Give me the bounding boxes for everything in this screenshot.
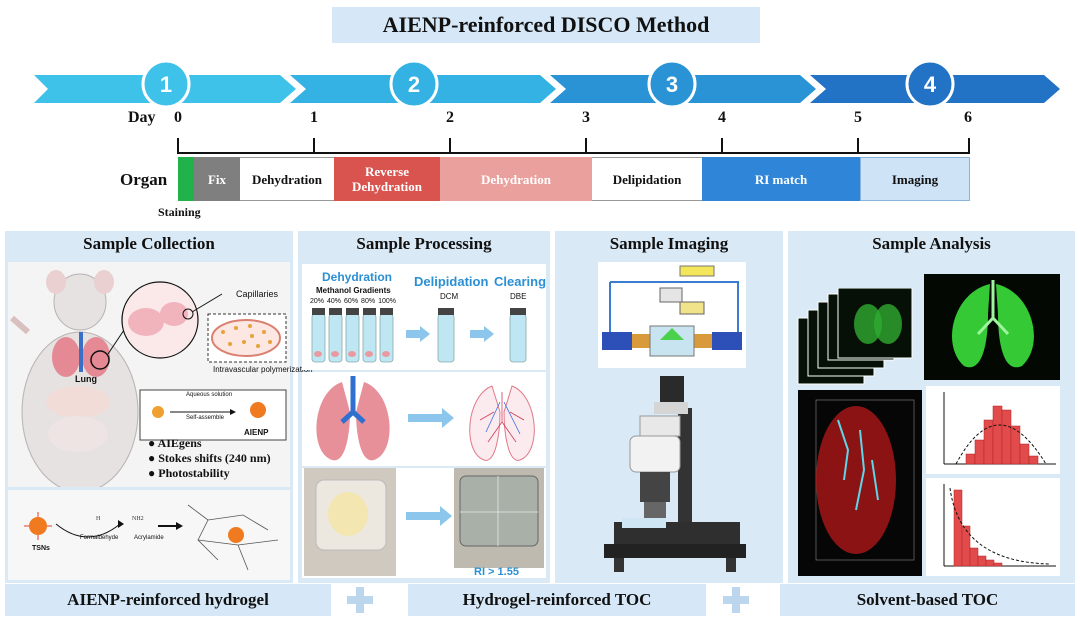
step-number-4: 4 bbox=[924, 72, 937, 97]
percent-80: 80% bbox=[361, 298, 376, 305]
bullet-photostability: ● Photostability bbox=[148, 466, 230, 480]
percent-60: 60% bbox=[344, 298, 359, 305]
formaldehyde-label: Formaldehyde bbox=[80, 535, 119, 541]
step-circle-2 bbox=[389, 59, 439, 109]
lung-label: Lung bbox=[75, 374, 97, 384]
step-circle-3 bbox=[647, 59, 697, 109]
methanol-gradients-label: Methanol Gradients bbox=[316, 286, 391, 295]
step-number-1: 1 bbox=[160, 72, 172, 97]
title-sample-collection: Sample Collection bbox=[83, 234, 215, 253]
segment-dehydration-2: Dehydration bbox=[440, 157, 592, 201]
step-number-2: 2 bbox=[408, 72, 420, 97]
lung-clearing-row bbox=[302, 372, 546, 466]
day-0: 0 bbox=[174, 109, 182, 126]
segment-ri-match: RI match bbox=[702, 157, 860, 201]
day-6: 6 bbox=[964, 109, 972, 126]
dbe-label: DBE bbox=[510, 292, 527, 301]
histogram-length bbox=[926, 478, 1060, 576]
organ-label: Organ bbox=[120, 170, 168, 189]
dcm-label: DCM bbox=[440, 292, 459, 301]
percent-40: 40% bbox=[327, 298, 342, 305]
step-number-3: 3 bbox=[666, 72, 678, 97]
acrylamide-label: Acrylamide bbox=[134, 535, 164, 541]
processing-tubes-area bbox=[302, 264, 546, 370]
segment-imaging: Imaging bbox=[860, 157, 970, 201]
microscope-illustration bbox=[600, 372, 750, 578]
aienp-bullets: ● AIEgens ● Stokes shifts (240 nm) ● Pho… bbox=[148, 436, 271, 481]
mouse-illustration-area bbox=[8, 262, 290, 493]
bullet-aiegens: ● AIEgens bbox=[148, 436, 202, 450]
timeline-axis bbox=[177, 138, 970, 154]
segment-dehydration-1: Dehydration bbox=[240, 157, 334, 201]
delipidation-step-label: Delipidation bbox=[414, 274, 489, 289]
title-sample-analysis: Sample Analysis bbox=[872, 234, 991, 253]
dehydration-step-label: Dehydration bbox=[322, 270, 393, 284]
capillaries-label: Capillaries bbox=[236, 289, 279, 299]
svg-text:NH2: NH2 bbox=[132, 516, 144, 522]
svg-text:H: H bbox=[96, 516, 101, 522]
segment-reverse-dehydration: Reverse Dehydration bbox=[334, 157, 440, 201]
segment-fix: Fix bbox=[194, 157, 240, 201]
plus-icon-1 bbox=[347, 587, 373, 613]
step-circle-4 bbox=[905, 59, 955, 109]
percent-100: 100% bbox=[378, 298, 396, 305]
diagram-title: AIENP-reinforced DISCO Method bbox=[332, 7, 760, 43]
day-3: 3 bbox=[582, 109, 590, 126]
aqueous-solution-label: Aqueous solution bbox=[186, 392, 233, 398]
step-circle-1 bbox=[141, 59, 191, 109]
self-assemble-label: Self-assemble bbox=[186, 415, 225, 421]
tsns-label: TSNs bbox=[32, 545, 50, 552]
hydrogel-photo-row bbox=[302, 468, 546, 578]
day-label: Day bbox=[128, 109, 156, 126]
ri-label: RI > 1.55 bbox=[474, 566, 519, 578]
plus-icon-2 bbox=[723, 587, 749, 613]
aienp-label: AIENP bbox=[244, 428, 269, 437]
image-stack bbox=[796, 287, 916, 386]
histogram-diameter bbox=[926, 386, 1060, 474]
segment-delipidation: Delipidation bbox=[592, 157, 702, 201]
percent-labels: 20% 40% 60% 80% 100% bbox=[310, 298, 396, 305]
day-4: 4 bbox=[718, 109, 726, 126]
timeline-arrow: 1 2 3 4 bbox=[34, 59, 1060, 109]
mouse-illustration bbox=[10, 270, 287, 493]
day-1: 1 bbox=[310, 109, 318, 126]
bottom-label-hydrogel: AIENP-reinforced hydrogel bbox=[5, 584, 331, 616]
lung-fluorescence-image bbox=[924, 274, 1060, 380]
clearing-step-label: Clearing bbox=[494, 274, 547, 289]
percent-20: 20% bbox=[310, 298, 325, 305]
day-5: 5 bbox=[854, 109, 862, 126]
day-2: 2 bbox=[446, 109, 454, 126]
optical-schematic bbox=[598, 262, 746, 368]
bullet-stokes: ● Stokes shifts (240 nm) bbox=[148, 451, 271, 465]
hydrogel-chemistry: H NH2 bbox=[8, 490, 290, 580]
bottom-label-solvent-toc: Solvent-based TOC bbox=[780, 584, 1075, 616]
staining-bar bbox=[178, 157, 194, 201]
staining-label: Staining bbox=[158, 205, 201, 219]
title-sample-processing: Sample Processing bbox=[356, 234, 492, 253]
intravascular-label: Intravascular polymerization bbox=[213, 365, 313, 374]
vessel-3d-render bbox=[798, 390, 922, 576]
title-sample-imaging: Sample Imaging bbox=[609, 234, 729, 253]
bottom-label-hydrogel-toc: Hydrogel-reinforced TOC bbox=[408, 584, 706, 616]
